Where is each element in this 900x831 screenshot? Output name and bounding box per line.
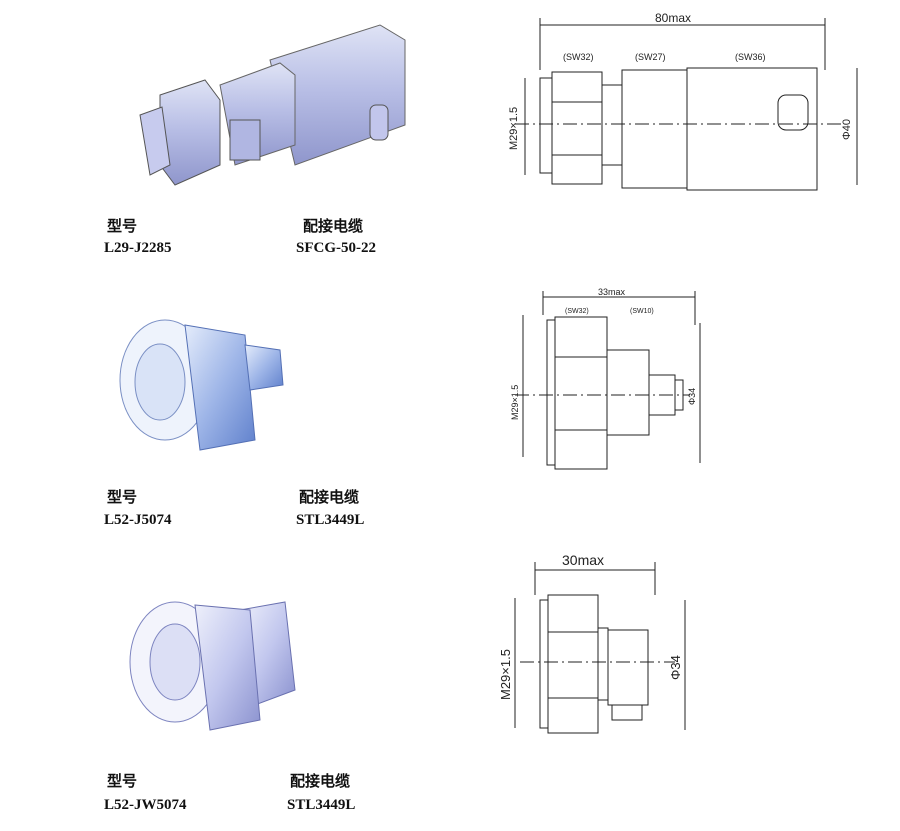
model-label-3: 型号: [107, 772, 138, 790]
wrench-dim-1b: (SW27): [635, 52, 666, 62]
connector-drawing-2: 33max (SW32) (SW10) M29×1.5 Φ34: [510, 287, 701, 470]
model-label-2: 型号: [107, 488, 138, 506]
wrench-dim-2b: (SW10): [630, 308, 654, 315]
thread-dim-2: M29×1.5: [510, 385, 520, 420]
connector-drawing-3: 30max M29×1.5 Φ34: [498, 552, 686, 734]
cable-value-3: STL3449L: [287, 797, 356, 813]
wrench-dim-1a: (SW32): [563, 52, 594, 62]
wrench-dim-2a: (SW32): [565, 308, 589, 315]
connector-photo-3: [129, 601, 296, 731]
thread-dim-1: M29×1.5: [508, 107, 520, 150]
diameter-dim-3: Φ34: [668, 655, 683, 680]
length-dim-3: 30max: [562, 552, 604, 568]
wrench-dim-1c: (SW36): [735, 52, 766, 62]
diameter-dim-2: Φ34: [687, 388, 697, 405]
cable-value-1: SFCG-50-22: [296, 240, 376, 256]
cable-value-2: STL3449L: [296, 512, 365, 528]
model-value-2: L52-J5074: [104, 512, 172, 528]
model-value-3: L52-JW5074: [104, 797, 187, 813]
model-value-1: L29-J2285: [104, 240, 172, 256]
diameter-dim-1: Φ40: [841, 119, 853, 140]
connector-photo-1: [139, 24, 406, 186]
thread-dim-3: M29×1.5: [498, 649, 513, 700]
cable-label-2: 配接电缆: [299, 488, 360, 506]
cable-label-1: 配接电缆: [303, 217, 364, 235]
model-label-1: 型号: [107, 217, 138, 235]
cable-label-3: 配接电缆: [290, 772, 351, 790]
length-dim-1: 80max: [655, 11, 691, 25]
length-dim-2: 33max: [598, 287, 626, 297]
connector-photo-2: [119, 319, 284, 451]
connector-drawing-1: 80max (SW32) (SW27) (SW36) M29×1.5 Φ40: [508, 11, 858, 191]
